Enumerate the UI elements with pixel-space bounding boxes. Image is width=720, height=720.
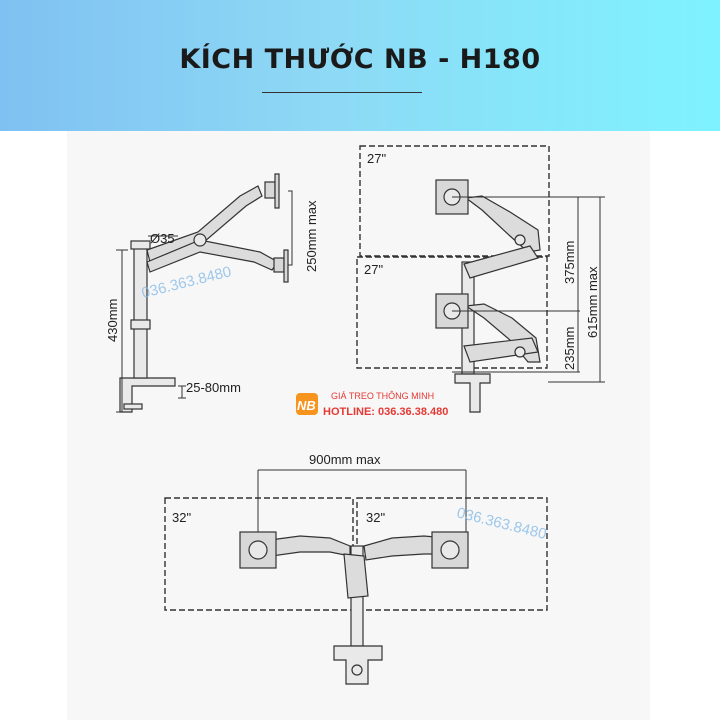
stack-bottom-screen-label: 27" (364, 262, 383, 277)
header-banner: KÍCH THƯỚC NB - H180 (0, 0, 720, 131)
page-title: KÍCH THƯỚC NB - H180 (179, 44, 541, 75)
brand-block: NB GIÁ TREO THÔNG MINH HOTLINE: 036.36.3… (296, 391, 448, 418)
title-underline (262, 92, 422, 93)
side-pole-collar (130, 319, 151, 330)
top-right-screen-frame (356, 497, 548, 611)
stack-top-screen-frame (359, 145, 550, 257)
side-top-plate (274, 173, 280, 209)
top-right-vesa-hub (440, 540, 460, 560)
side-clamp-range-label: 25-80mm (186, 380, 241, 395)
top-elbow (343, 553, 369, 599)
brand-name: GIÁ TREO THÔNG MINH (331, 391, 434, 401)
side-bottom-plate (283, 249, 289, 283)
watermark-phone-2: 036.363.8480 (455, 504, 548, 543)
stack-bottom-screen-frame (356, 256, 548, 369)
stack-clamp (454, 373, 491, 413)
side-arm-height-label: 250mm max (304, 200, 319, 272)
side-bottom-mount (273, 257, 285, 273)
top-span-label: 900mm max (309, 452, 381, 467)
stack-top-arm (464, 195, 541, 253)
stack-bottom-arm-link (463, 337, 539, 363)
stack-view: 27" 27" 375mm 235mm 615mm max (356, 145, 605, 413)
top-view: 900mm max 32" 32" (164, 452, 548, 685)
side-view: Ø35 430mm 250mm max 25-80mm (105, 173, 319, 413)
side-joint (193, 233, 207, 247)
side-pole (133, 245, 148, 379)
side-clamp-screw (123, 403, 143, 410)
stack-bottom-knob (514, 346, 526, 358)
top-clamp-bolt (351, 664, 363, 676)
stack-total-height-label: 615mm max (585, 266, 600, 338)
stack-top-arm-link (463, 245, 539, 279)
top-left-arm (269, 535, 351, 557)
brand-logo-text: NB (297, 398, 316, 413)
top-right-screen-label: 32" (366, 510, 385, 525)
top-left-screen-label: 32" (172, 510, 191, 525)
brand-logo (296, 393, 318, 415)
side-pole-cap (130, 240, 151, 250)
side-lower-arm (146, 239, 279, 273)
side-pole-height-label: 430mm (105, 299, 120, 342)
side-top-mount (264, 181, 276, 199)
side-diameter-label: Ø35 (150, 231, 175, 246)
stack-top-knob (514, 234, 526, 246)
brand-hotline: HOTLINE: 036.36.38.480 (323, 406, 448, 418)
stack-lower-gap-label: 235mm (562, 327, 577, 370)
stack-top-screen-label: 27" (367, 151, 386, 166)
stack-upper-gap-label: 375mm (562, 241, 577, 284)
top-left-vesa-hub (248, 540, 268, 560)
